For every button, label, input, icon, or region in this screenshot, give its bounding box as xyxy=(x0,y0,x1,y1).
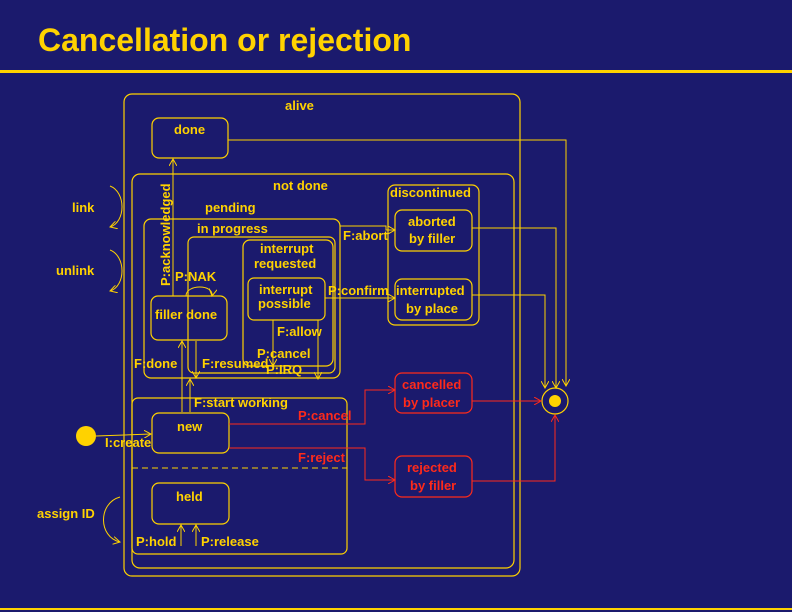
arrow-link xyxy=(110,185,123,227)
arrow-assign-id xyxy=(103,496,121,542)
label-cancel: P:cancel xyxy=(298,408,351,423)
label-new: new xyxy=(177,419,203,434)
slide-title: Cancellation or rejection xyxy=(38,22,412,58)
label-rejected-1: rejected xyxy=(407,460,457,475)
initial-state xyxy=(76,426,96,446)
state-filler-done xyxy=(150,295,228,341)
arrow-cancel xyxy=(229,390,395,425)
label-cancelled-2: by placer xyxy=(403,395,460,410)
label-assign-id: assign ID xyxy=(37,506,95,521)
label-f-done: F:done xyxy=(134,356,177,371)
label-resumed: F:resumed xyxy=(202,356,269,371)
state-interrupt-possible xyxy=(247,277,326,321)
label-alive: alive xyxy=(285,98,314,113)
label-discontinued: discontinued xyxy=(390,185,471,200)
label-unlink: unlink xyxy=(56,263,95,278)
final-state xyxy=(549,395,561,407)
state-done xyxy=(151,117,229,159)
label-create: I:create xyxy=(105,435,151,450)
state-not-done xyxy=(131,173,515,569)
label-hold: P:hold xyxy=(136,534,176,549)
label-allow: F:allow xyxy=(277,324,323,339)
state-new-and-held xyxy=(131,397,348,555)
arrow-abort xyxy=(340,225,395,230)
label-link: link xyxy=(72,200,95,215)
arrow-reject xyxy=(229,447,395,480)
label-acknowledged: P:acknowledged xyxy=(158,183,173,286)
bottom-rule xyxy=(0,608,792,610)
arrow-interrupted-to-final xyxy=(472,294,545,388)
arrow-done-to-final xyxy=(228,139,566,386)
label-reject: F:reject xyxy=(298,450,346,465)
label-nak: P:NAK xyxy=(175,269,217,284)
label-aborted-1: aborted xyxy=(408,214,456,229)
label-done: done xyxy=(174,122,205,137)
label-release: P:release xyxy=(201,534,259,549)
label-interrupt-possible-2: possible xyxy=(258,296,311,311)
label-cancelled-1: cancelled xyxy=(402,377,461,392)
arrow-aborted-to-final xyxy=(472,227,556,388)
label-interrupted-1: interrupted xyxy=(396,283,465,298)
label-interrupt-possible-1: interrupt xyxy=(259,282,313,297)
state-interrupt-requested xyxy=(242,239,334,367)
label-cancel-irq-1: P:cancel xyxy=(257,346,310,361)
label-in-progress: in progress xyxy=(197,221,268,236)
label-abort: F:abort xyxy=(343,228,388,243)
label-filler-done: filler done xyxy=(155,307,217,322)
label-interrupt-requested-2: requested xyxy=(254,256,316,271)
arrow-nak xyxy=(185,286,212,296)
state-held xyxy=(151,482,230,525)
arrow-create xyxy=(95,434,151,436)
label-interrupt-requested-1: interrupt xyxy=(260,241,314,256)
state-in-progress xyxy=(187,236,336,374)
label-interrupted-2: by place xyxy=(406,301,458,316)
label-pending: pending xyxy=(205,200,256,215)
label-rejected-2: by filler xyxy=(410,478,456,493)
state-alive xyxy=(123,93,521,577)
label-held: held xyxy=(176,489,203,504)
label-aborted-2: by filler xyxy=(409,231,455,246)
label-confirm: P:confirm xyxy=(328,283,389,298)
label-start-working: F:start working xyxy=(194,395,288,410)
state-discontinued xyxy=(387,184,480,326)
label-not-done: not done xyxy=(273,178,328,193)
title-rule xyxy=(0,70,792,73)
label-cancel-irq-2: P:IRQ xyxy=(266,362,302,377)
arrow-unlink xyxy=(110,249,123,291)
arrow-rejected-to-final xyxy=(472,415,555,482)
